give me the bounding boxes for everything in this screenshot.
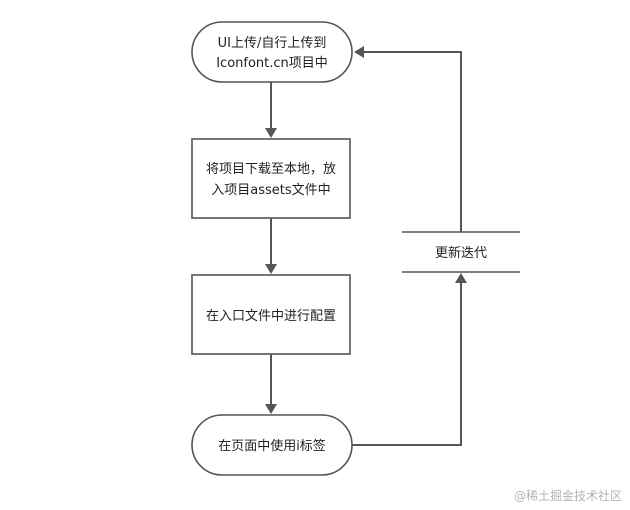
node-upload [191,21,353,83]
arrowhead-iterate [455,273,467,283]
node-download-label-line2: 入项目assets文件中 [211,183,330,198]
node-download-label-line1: 将项目下载至本地，放 [206,162,336,177]
node-download [191,138,351,219]
node-iterate [402,232,520,272]
node-configure [191,274,351,355]
arrowhead-upload [354,46,364,58]
edge-iterate-to-upload [362,51,462,232]
node-upload-label-line1: UI上传/自行上传到 [218,36,327,51]
node-configure-label: 在入口文件中进行配置 [206,309,336,324]
node-use [191,414,353,476]
node-iterate-label: 更新迭代 [435,245,487,261]
arrowhead-configure [265,264,277,274]
arrowhead-use [265,404,277,414]
watermark: @稀土掘金技术社区 [514,488,622,503]
node-use-label: 在页面中使用i标签 [218,438,326,454]
edge-use-to-iterate [352,281,462,446]
arrowhead-download [265,128,277,138]
node-upload-label-line2: Iconfont.cn项目中 [216,56,328,71]
